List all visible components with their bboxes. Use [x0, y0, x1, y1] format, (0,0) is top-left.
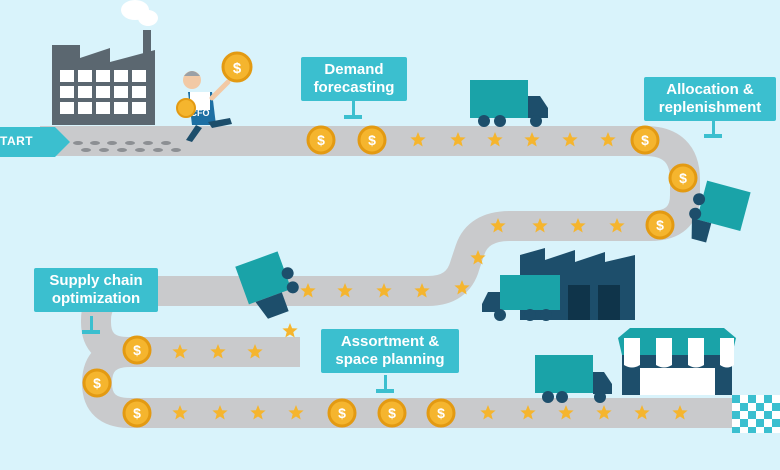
dollar-coin-icon: $ — [377, 398, 407, 428]
finish-flag-icon — [732, 395, 780, 433]
star-icon — [596, 405, 612, 420]
svg-text:$: $ — [133, 405, 141, 421]
svg-text:$: $ — [388, 405, 396, 421]
svg-text:$: $ — [233, 60, 242, 77]
warehouse-icon — [482, 248, 635, 321]
star-icon — [376, 283, 392, 298]
svg-text:$: $ — [437, 405, 445, 421]
dollar-coin-icon: $ — [327, 398, 357, 428]
star-icon — [210, 344, 226, 359]
svg-text:$: $ — [368, 132, 376, 148]
star-icon — [282, 323, 298, 338]
dollar-coin-icon: $ — [221, 51, 253, 83]
label-supply-chain-text: Supply chain optimization — [49, 272, 143, 307]
label-allocation-replenishment: Allocation & replenishment — [644, 77, 776, 121]
svg-text:$: $ — [93, 375, 101, 391]
dollar-coin-icon: $ — [668, 163, 698, 193]
dollar-coin-icon: $ — [306, 125, 336, 155]
star-icon — [250, 405, 266, 420]
svg-text:$: $ — [641, 132, 649, 148]
label-assortment-text: Assortment & space planning — [335, 333, 445, 368]
star-icon — [212, 405, 228, 420]
start-arrow — [0, 127, 70, 157]
star-icon — [490, 218, 506, 233]
truck-icon — [470, 80, 548, 127]
star-icon — [634, 405, 650, 420]
dollar-coin-icon: $ — [426, 398, 456, 428]
truck-icon — [535, 355, 612, 403]
store-icon — [618, 328, 736, 395]
truck-icon — [689, 180, 751, 243]
factory-icon — [52, 0, 158, 125]
label-demand-forecasting: Demand forecasting — [301, 57, 407, 101]
svg-text:$: $ — [133, 342, 141, 358]
star-icon — [450, 132, 466, 147]
star-icon — [414, 283, 430, 298]
label-supply-chain-optimization: Supply chain optimization — [34, 268, 158, 312]
start-label: TART — [0, 134, 34, 148]
star-icon — [172, 405, 188, 420]
truck-icon — [235, 251, 299, 319]
star-icon — [524, 132, 540, 147]
tire-marks — [73, 141, 181, 152]
star-icon — [454, 280, 470, 295]
star-icon — [609, 218, 625, 233]
svg-text:$: $ — [656, 217, 664, 233]
svg-text:$: $ — [317, 132, 325, 148]
svg-text:$: $ — [338, 405, 346, 421]
dollar-coin-icon: $ — [357, 125, 387, 155]
star-icon — [300, 283, 316, 298]
cfo-runner-icon: CFO — [176, 71, 232, 142]
cfo-badge: CFO — [191, 108, 210, 118]
star-icon — [410, 132, 426, 147]
star-icon — [480, 405, 496, 420]
dollar-coin-icon: $ — [645, 210, 675, 240]
star-icon — [470, 250, 486, 265]
label-demand-forecasting-text: Demand forecasting — [313, 61, 395, 96]
dollar-coin-icon: $ — [122, 398, 152, 428]
star-icon — [288, 405, 304, 420]
dollar-coin-icon: $ — [630, 125, 660, 155]
star-icon — [600, 132, 616, 147]
star-icon — [558, 405, 574, 420]
star-icon — [672, 405, 688, 420]
svg-text:$: $ — [679, 170, 687, 186]
dollar-coin-icon: $ — [122, 335, 152, 365]
star-icon — [247, 344, 263, 359]
star-icon — [172, 344, 188, 359]
label-assortment-space-planning: Assortment & space planning — [321, 329, 459, 373]
star-icon — [570, 218, 586, 233]
dollar-coin-icon: $ — [82, 368, 112, 398]
star-icon — [532, 218, 548, 233]
star-icon — [562, 132, 578, 147]
star-icon — [487, 132, 503, 147]
star-icon — [337, 283, 353, 298]
label-allocation-text: Allocation & replenishment — [658, 81, 762, 116]
star-icon — [520, 405, 536, 420]
